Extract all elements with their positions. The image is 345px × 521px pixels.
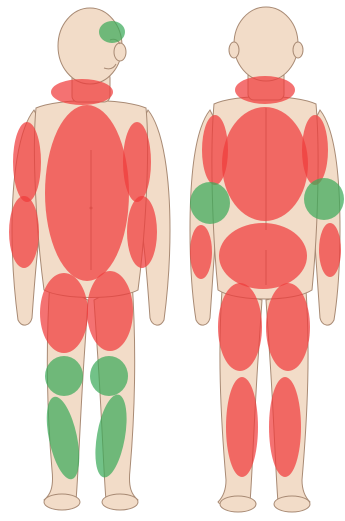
left-knee-zone — [90, 356, 128, 396]
upper-back-zone — [222, 107, 308, 221]
right-upper-arm-zone — [13, 122, 41, 202]
torso-zone — [45, 105, 129, 281]
left-upper-arm-zone — [123, 122, 151, 202]
back-left-elbow-zone — [190, 182, 230, 224]
neck-zone — [51, 79, 113, 105]
back-right-upper-arm-zone — [302, 115, 328, 185]
right-forearm-zone — [9, 196, 39, 268]
left-thigh-zone — [87, 271, 133, 351]
back-right-calf-zone — [269, 377, 301, 477]
back-right-forearm-zone — [319, 223, 341, 277]
left-forearm-zone — [127, 196, 157, 268]
back-neck-zone — [235, 76, 295, 104]
right-thigh-zone — [40, 273, 88, 353]
back-right-thigh-zone — [266, 283, 310, 371]
back-left-calf-zone — [226, 377, 258, 477]
back-left-upper-arm-zone — [202, 115, 228, 185]
front-zones — [9, 21, 157, 482]
back-left-thigh-zone — [218, 283, 262, 371]
back-left-forearm-zone — [190, 225, 212, 279]
back-right-elbow-zone — [304, 178, 344, 220]
right-knee-zone — [45, 356, 83, 396]
buttocks-zone — [219, 223, 307, 289]
forehead-zone — [99, 21, 125, 43]
